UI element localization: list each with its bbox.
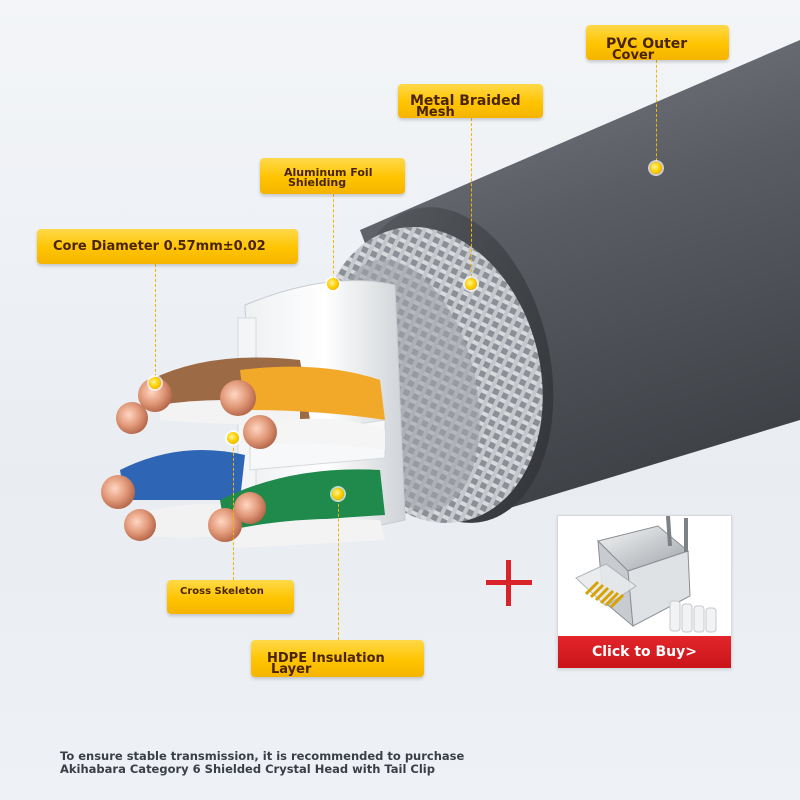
label-line-1: HDPE Insulation: [267, 651, 385, 666]
rj45-connector-image: [575, 516, 717, 633]
footer-line-2: Akihabara Category 6 Shielded Crystal He…: [60, 762, 435, 776]
pvc-outer-cover-label: PVC Outer Cover: [586, 25, 729, 63]
hdpe-leader: [338, 494, 339, 640]
metal-braided-mesh-label: Metal Braided Mesh: [398, 84, 543, 120]
core-diameter-label: Core Diameter 0.57mm±0.02: [37, 229, 298, 264]
label-line-1: Core Diameter 0.57mm±0.02: [53, 239, 266, 254]
foil-leader: [333, 194, 334, 284]
label-line-1: Cross Skeleton: [180, 586, 264, 597]
label-line-1: PVC Outer: [606, 36, 688, 52]
label-line-2: Layer: [271, 662, 312, 677]
purchase-recommendation-note: To ensure stable transmission, it is rec…: [60, 750, 464, 776]
core-marker: [149, 377, 161, 389]
label-line-1: Aluminum Foil: [284, 166, 373, 179]
pvc-marker: [650, 162, 662, 174]
click-to-buy-button[interactable]: Click to Buy>: [558, 636, 731, 668]
skeleton-leader: [233, 438, 234, 580]
label-line-2: Cover: [612, 48, 655, 63]
label-line-2: Shielding: [288, 176, 347, 189]
cross-skeleton-label: Cross Skeleton: [167, 580, 294, 614]
label-line-1: Metal Braided: [410, 93, 521, 109]
pvc-leader: [656, 60, 657, 166]
product-card[interactable]: Click to Buy>: [557, 515, 732, 669]
braid-marker: [465, 278, 477, 290]
aluminum-foil-shielding-label: Aluminum Foil Shielding: [260, 158, 405, 194]
core-leader: [155, 264, 156, 382]
plus-icon: [486, 560, 532, 606]
label-line-2: Mesh: [416, 105, 455, 120]
footer-line-1: To ensure stable transmission, it is rec…: [60, 749, 465, 763]
foil-marker: [327, 278, 339, 290]
skeleton-marker: [227, 432, 239, 444]
hdpe-marker: [332, 488, 344, 500]
hdpe-insulation-layer-label: HDPE Insulation Layer: [251, 640, 424, 677]
braid-leader: [471, 118, 472, 282]
